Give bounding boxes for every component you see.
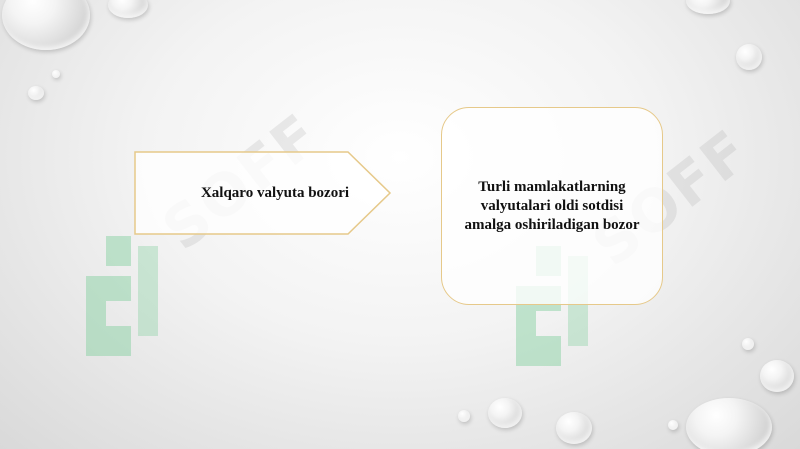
arrow-label: Xalqaro valyuta bozori — [200, 184, 350, 201]
water-drop — [668, 420, 678, 430]
water-drop — [686, 0, 730, 14]
water-drop — [52, 70, 60, 78]
water-drop — [488, 398, 522, 428]
water-drop — [686, 398, 772, 449]
box-text: Turli mamlakatlarning valyutalari oldi s… — [450, 178, 653, 235]
water-drop — [2, 0, 90, 50]
rounded-box: Turli mamlakatlarning valyutalari oldi s… — [441, 107, 663, 305]
box-text-line: valyutalari oldi sotdisi — [480, 197, 624, 214]
box-text-line: amalga oshiriladigan bozor — [464, 216, 640, 233]
box-text-line: Turli mamlakatlarning — [478, 178, 626, 195]
water-drop — [108, 0, 148, 18]
arrow-shape — [134, 151, 392, 235]
water-drop — [760, 360, 794, 392]
water-drop — [736, 44, 762, 70]
water-drop — [556, 412, 592, 444]
watermark-logo-icon — [86, 236, 158, 356]
water-drop — [458, 410, 470, 422]
water-drop — [742, 338, 754, 350]
water-drop — [28, 86, 44, 100]
